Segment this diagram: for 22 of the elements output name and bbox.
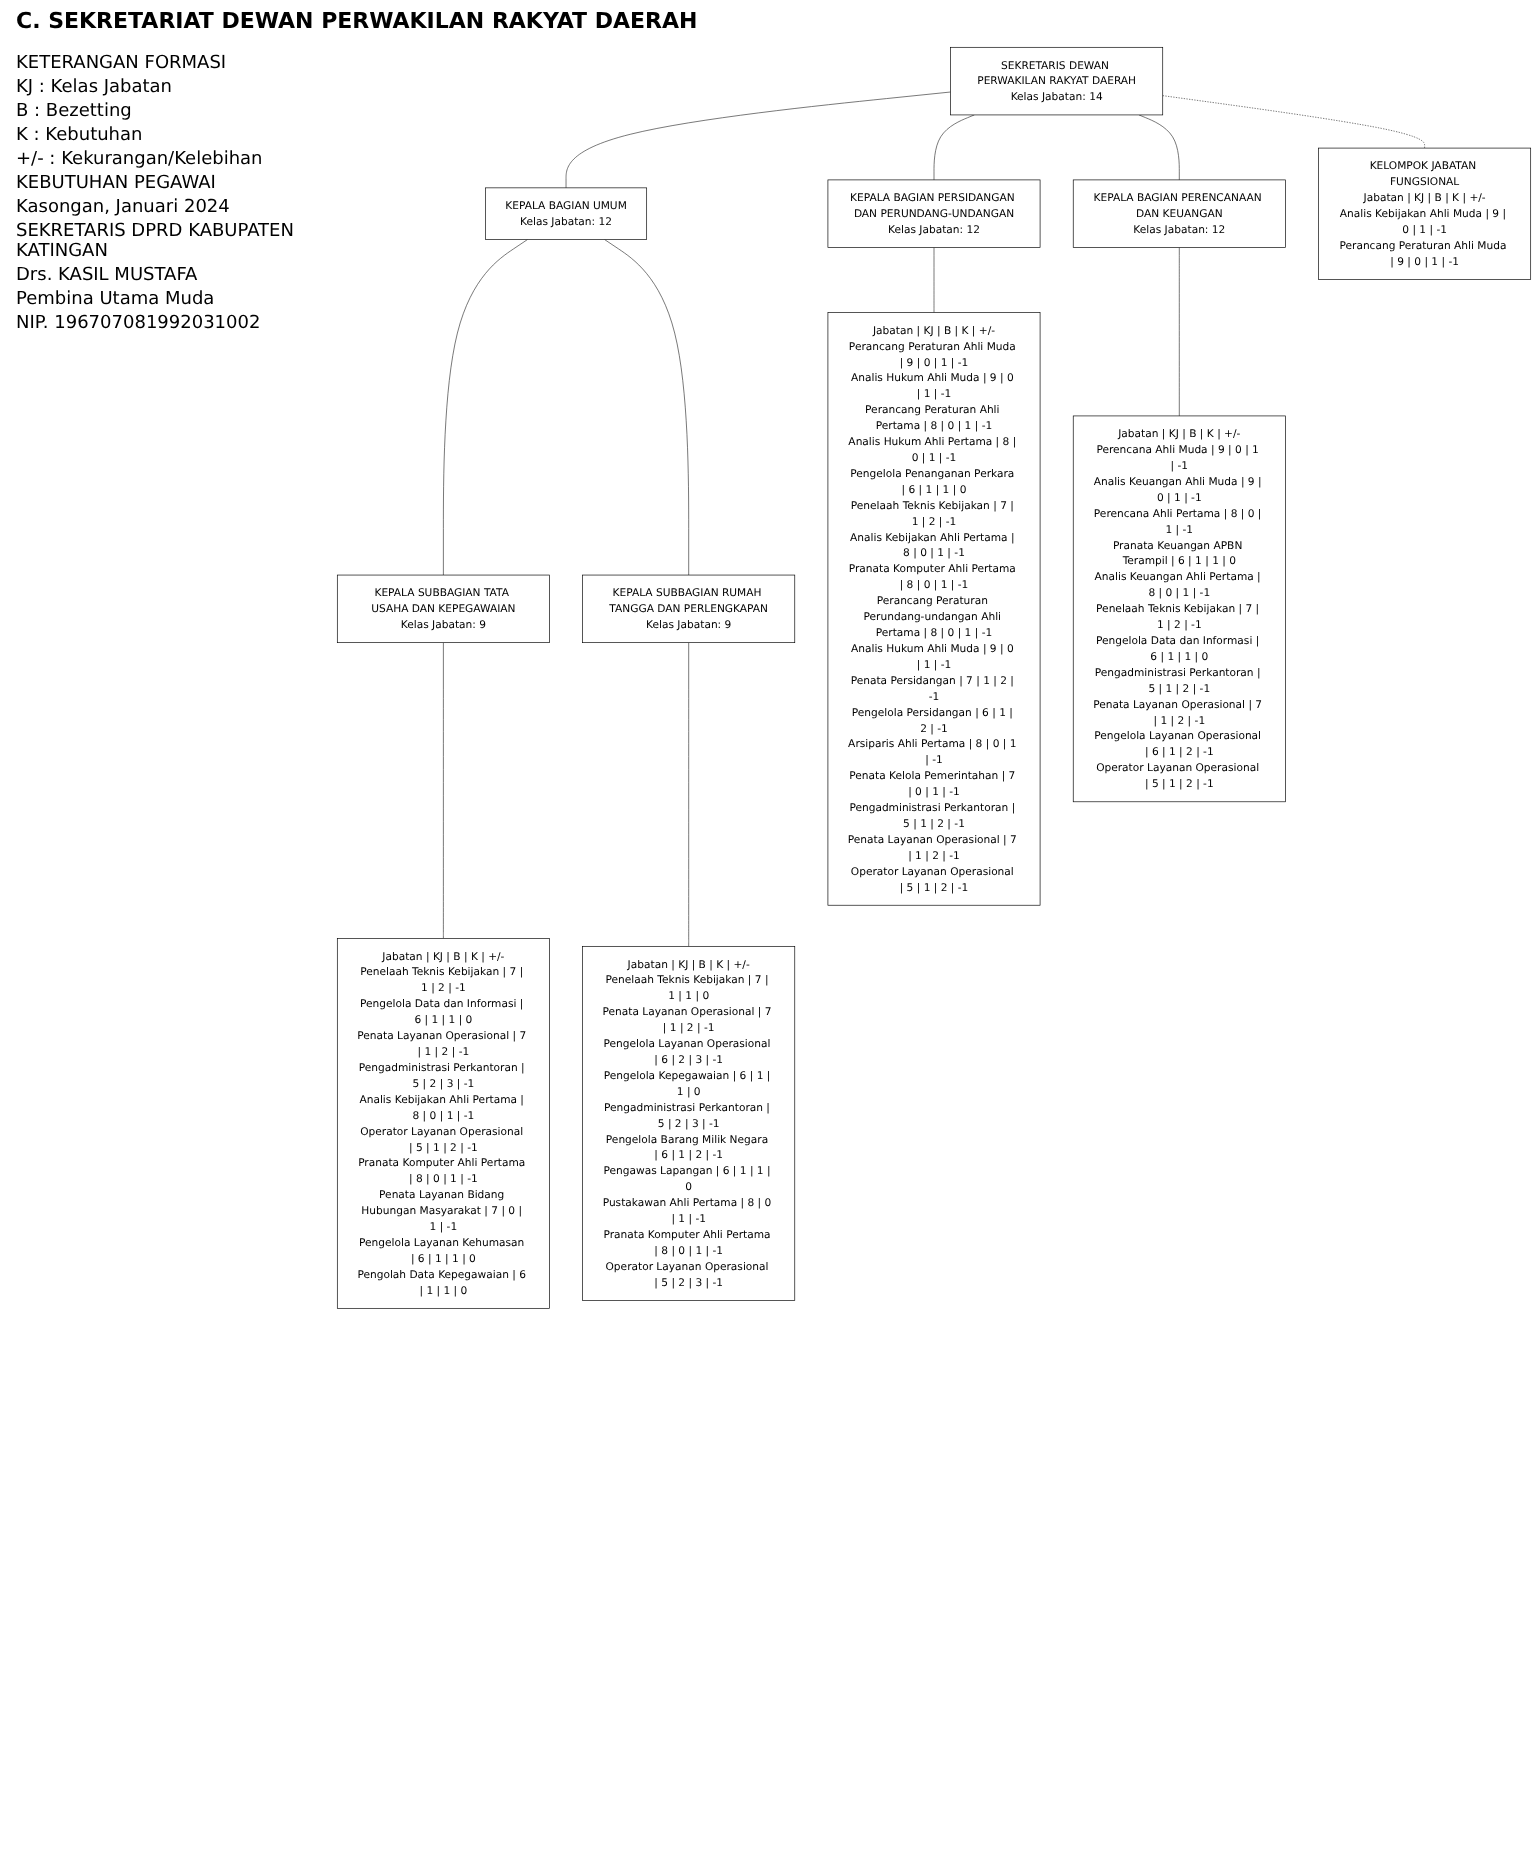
connector [565,91,951,189]
connector [933,247,935,313]
note-text: +/- : Kekurangan/Kelebihan [16,150,265,170]
note-text: B : Bezetting [16,102,134,122]
note-text: KJ : Kelas Jabatan [16,78,175,98]
note-text: K : Kebutuhan [16,126,145,146]
note-text: SEKRETARIS DPRD KABUPATEN KATINGAN [16,222,296,262]
connector [443,239,528,576]
connector [1162,95,1425,149]
note-text: Pembina Utama Muda [16,290,217,310]
note-text: KEBUTUHAN PEGAWAI [16,174,218,194]
note-text: NIP. 196707081992031002 [16,314,263,334]
connector [688,642,690,947]
diagram-title: C. SEKRETARIAT DEWAN PERWAKILAN RAKYAT DAERAH [14,6,700,38]
note-text: KETERANGAN FORMASI [16,54,229,74]
connector [443,642,444,939]
note-text: Drs. KASIL MUSTAFA [16,266,200,286]
connector [933,114,975,181]
connector [1179,247,1180,417]
note-text: Kasongan, Januari 2024 [16,198,232,218]
connector [604,239,690,576]
connector [1138,114,1180,181]
